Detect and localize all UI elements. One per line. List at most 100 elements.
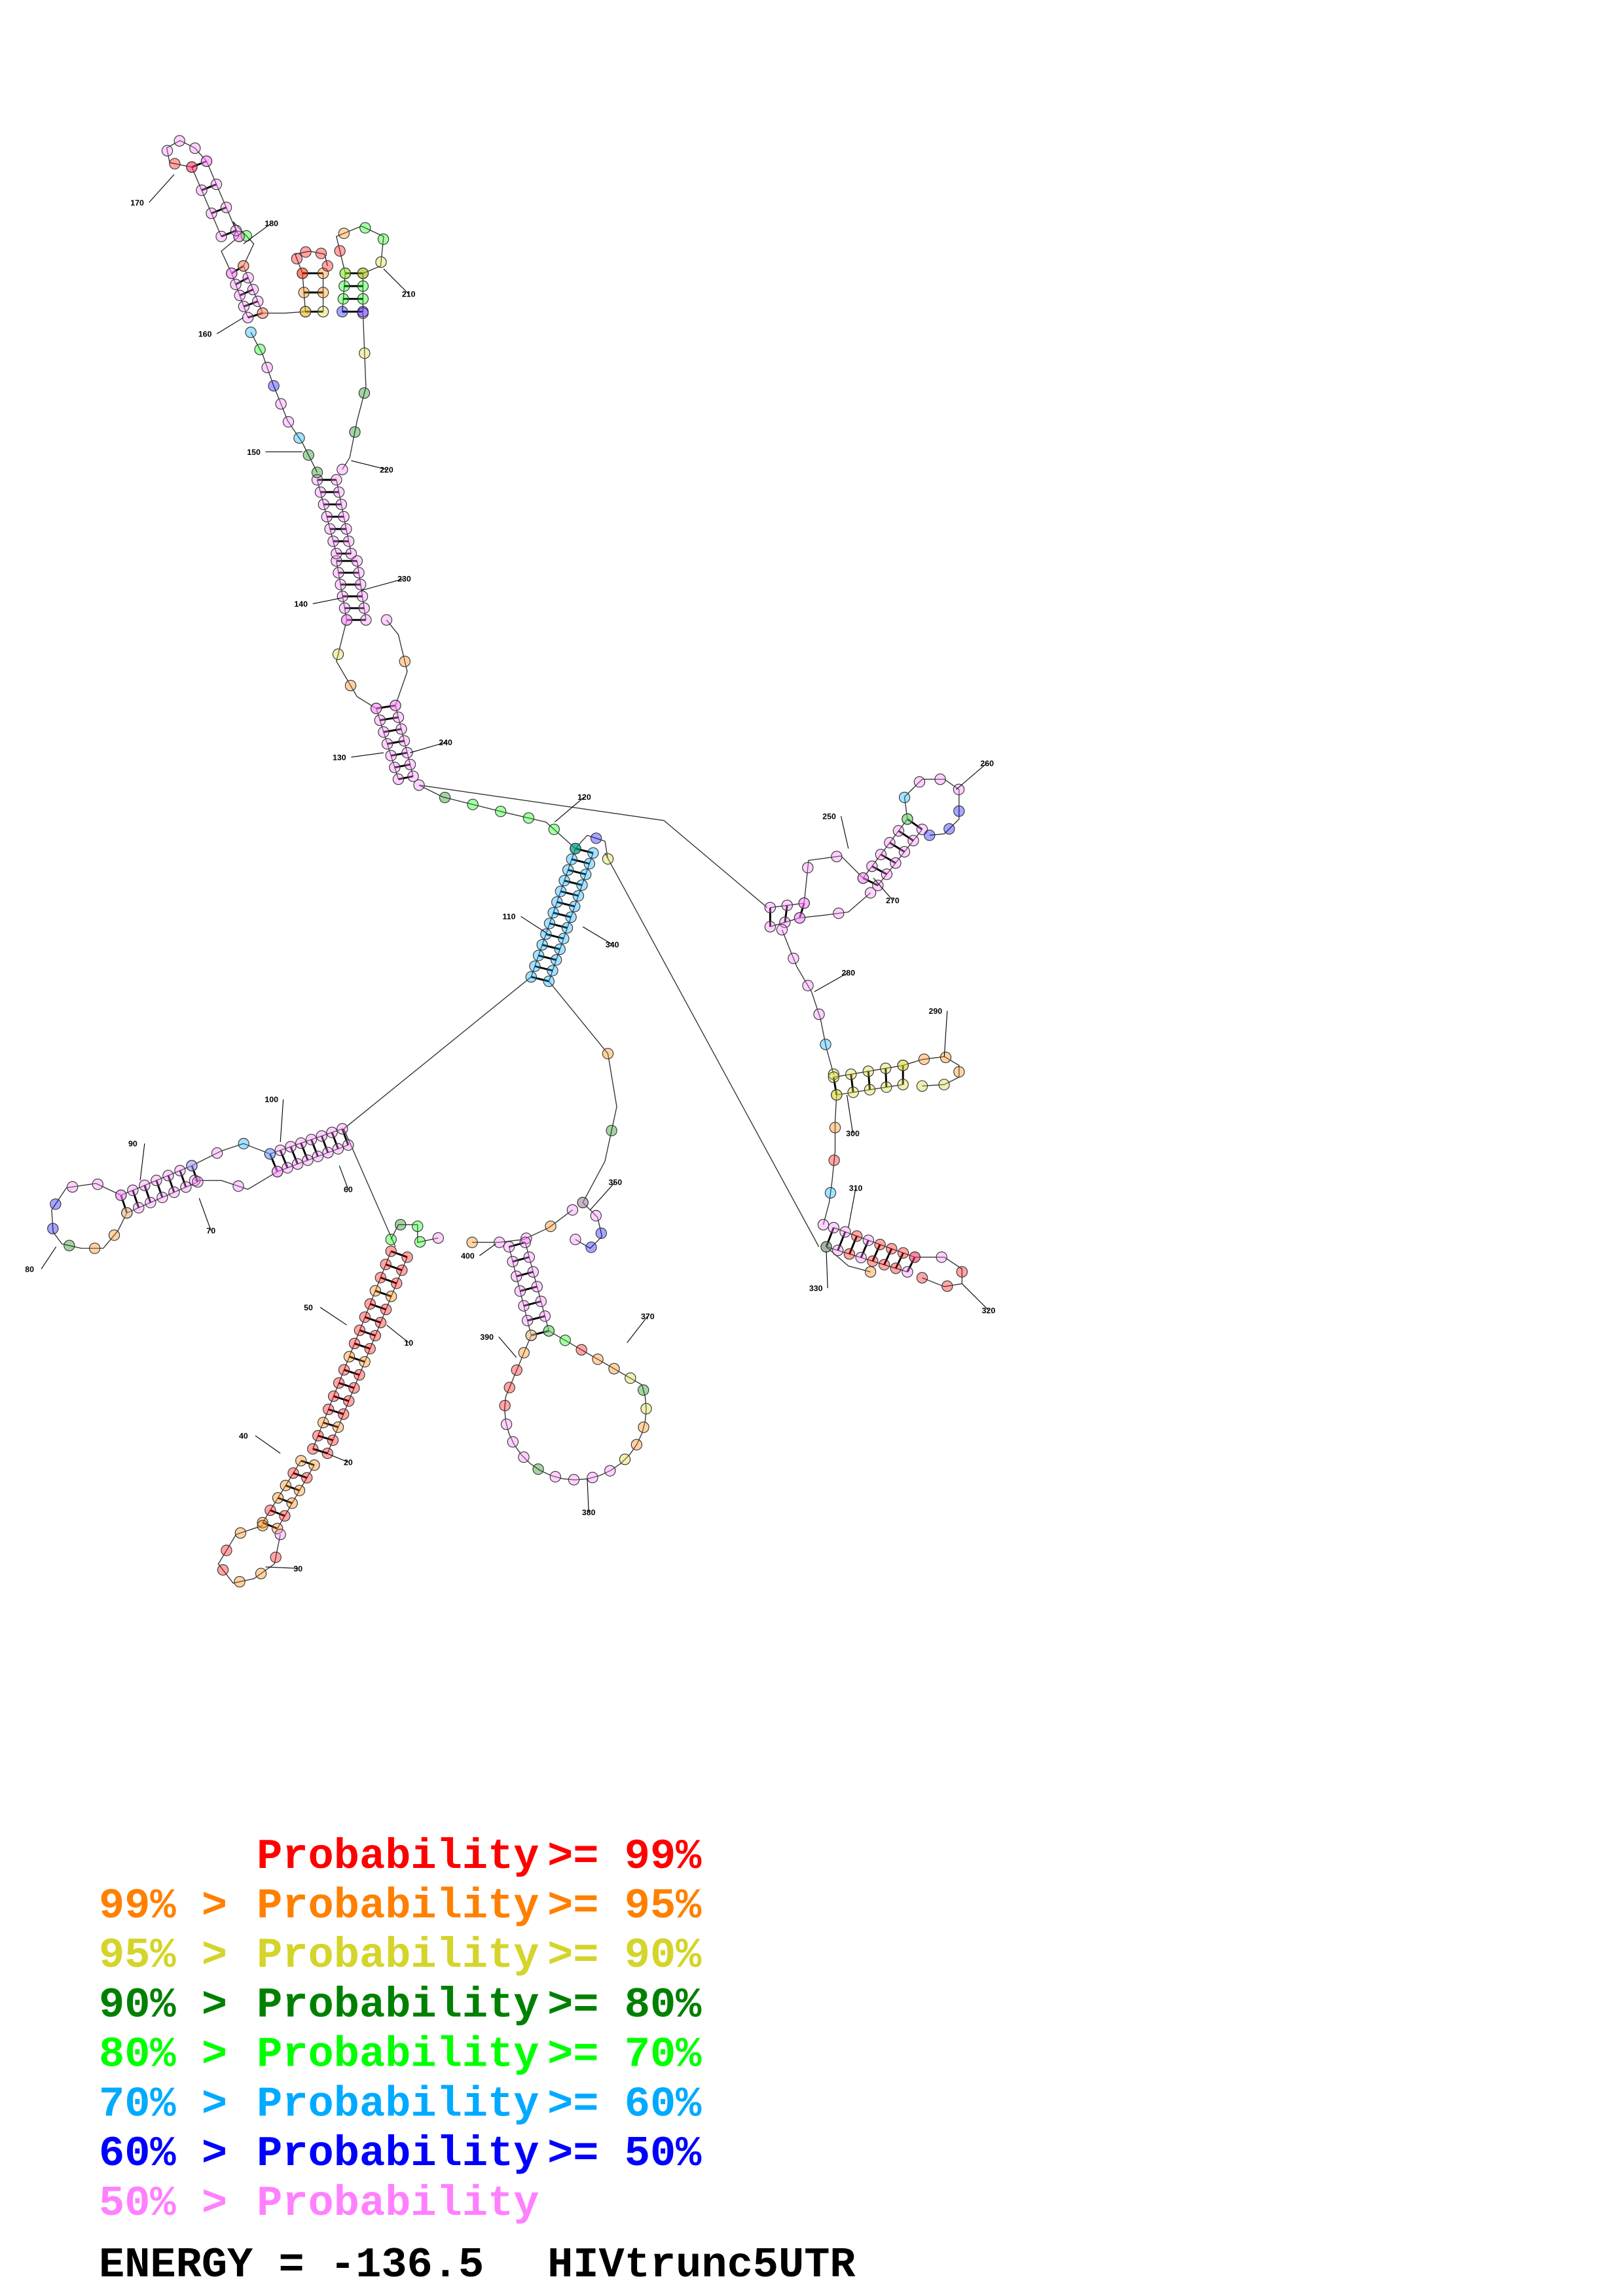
nucleotide [287,1467,299,1479]
label-leader-line [41,1246,57,1270]
nucleotide [547,965,558,977]
nucleotide [364,1298,376,1310]
base-pair [380,716,399,721]
nucleotide [215,230,227,242]
backbone-segment [232,221,255,266]
base-pair [270,1509,285,1517]
nucleotide [890,857,902,869]
nucleotide [321,260,333,272]
nucleotide [514,1285,526,1297]
legend-threshold: >= 70% [547,2031,702,2079]
nucleotide [547,906,559,919]
nucleotide [343,1351,356,1363]
backbone-segment [604,852,820,1247]
nucleotide [828,1155,840,1166]
nucleotide [317,287,329,298]
nucleotide [374,1272,386,1283]
nucleotide [180,1181,192,1193]
base-pair [247,312,263,319]
nucleotide [764,901,776,914]
nucleotide [354,1369,365,1381]
nucleotide [881,869,893,880]
nucleotide [558,874,570,887]
nucleotide [857,872,869,884]
nucleotide [332,1421,344,1433]
nucleotide [274,1144,286,1157]
legend-prefix: 80% > [99,2031,227,2079]
nucleotide [280,1479,291,1492]
nucleotide [606,1124,617,1137]
base-pair [394,763,410,769]
label-leader-line [555,797,585,823]
backbone-segment [548,980,609,1054]
backbone-segment [263,311,306,314]
nucleotide [619,1454,631,1465]
nucleotide [327,1390,340,1402]
nucleotide [824,1187,837,1199]
nucleotide [909,1251,921,1263]
nucleotide [162,1170,174,1181]
nucleotide [161,145,173,156]
nucleotide [864,1084,876,1096]
nucleotide [934,773,946,785]
nucleotide [916,1272,928,1283]
nucleotide [232,1180,244,1192]
nucleotide [392,773,405,785]
nucleotide [625,1372,636,1384]
base-pair [293,1472,308,1479]
nucleotide [295,1137,307,1149]
nucleotide [333,486,345,498]
base-pair [364,1316,381,1324]
nucleotide [550,954,562,966]
nucleotide [602,853,614,865]
position-label: 130 [333,753,346,762]
nucleotide [545,1220,556,1232]
legend-row: 80% >Probability>= 70% [99,2031,702,2079]
base-pair [269,1153,279,1172]
nucleotide [217,1564,229,1576]
nucleotide [590,833,602,844]
nucleotide [380,614,393,626]
nucleotide [575,1344,587,1355]
nucleotide [638,1384,649,1396]
base-pair [341,1128,350,1145]
backbone-segment [342,273,346,312]
position-label: 250 [822,812,836,821]
nucleotide [355,579,367,590]
position-label: 310 [849,1183,863,1193]
nucleotide [192,1176,204,1188]
nucleotide [392,711,405,723]
nucleotide [282,416,295,428]
label-leader-line [198,1198,211,1231]
nucleotide [206,207,217,219]
position-label: 280 [842,968,856,977]
nucleotide [543,918,556,929]
legend-row: 90% >Probability>= 80% [99,1981,702,2030]
backbone-segment [418,784,768,908]
base-pair [523,1300,541,1307]
nucleotide [781,899,793,911]
nucleotide [220,202,232,213]
nucleotide [867,1255,879,1267]
position-label: 240 [439,738,452,747]
base-pair [850,1074,854,1093]
nucleotide [88,1242,101,1254]
nucleotide [875,848,887,861]
nucleotide [92,1178,103,1191]
nucleotide [535,1295,547,1308]
backbone-segment [221,236,240,274]
nucleotide [540,928,552,940]
nucleotide [210,178,223,190]
nucleotide [264,1504,276,1516]
nucleotide [261,361,273,374]
nucleotide [340,614,353,626]
backbone-segment [250,332,318,473]
nucleotide [297,267,308,279]
nucleotide [338,280,350,292]
nucleotide [337,1123,348,1135]
nucleotide [390,700,401,711]
nucleotide [374,714,386,726]
base-pair [907,818,923,831]
legend-row: 99% >Probability>= 95% [99,1882,702,1930]
label-leader-line [841,816,849,849]
